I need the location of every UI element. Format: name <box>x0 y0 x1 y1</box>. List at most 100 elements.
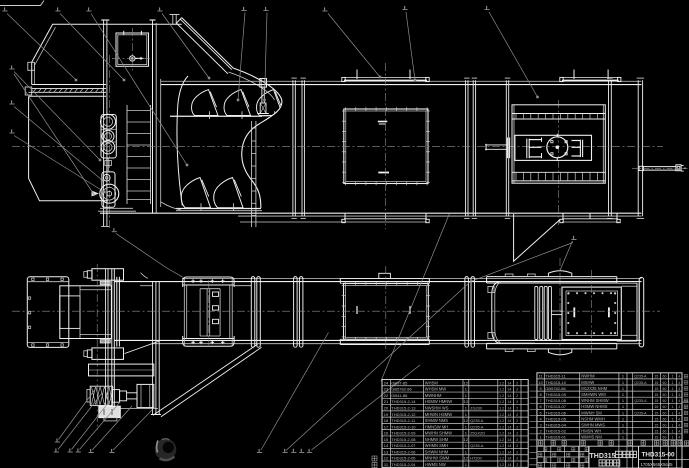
svg-text:12: 12 <box>464 418 469 423</box>
svg-text:20: 20 <box>384 405 389 410</box>
svg-text:4: 4 <box>678 430 680 434</box>
svg-text:60: 60 <box>663 417 667 421</box>
svg-text:14: 14 <box>507 463 511 467</box>
svg-text:15: 15 <box>654 375 658 379</box>
svg-text:WNHM SHMW: WNHM SHMW <box>581 398 608 403</box>
svg-text:1.2: 1.2 <box>499 463 504 467</box>
svg-text:SHMW NMS: SHMW NMS <box>425 418 448 423</box>
svg-text:24: 24 <box>384 380 389 385</box>
svg-text:WMHS NM: WMHS NM <box>581 435 602 440</box>
svg-text:1.2: 1.2 <box>499 413 504 417</box>
svg-text:Q235-A: Q235-A <box>470 444 484 448</box>
svg-text:14: 14 <box>507 425 511 429</box>
svg-text:Q235-A: Q235-A <box>470 419 484 423</box>
svg-text:1: 1 <box>622 423 624 428</box>
svg-text:GB41-86: GB41-86 <box>391 393 408 398</box>
svg-text:4: 4 <box>678 411 680 415</box>
svg-text:14: 14 <box>507 419 511 423</box>
svg-text:15: 15 <box>654 436 658 440</box>
svg-text:1: 1 <box>622 380 624 385</box>
svg-text:15: 15 <box>654 424 658 428</box>
svg-text:14: 14 <box>507 400 511 404</box>
svg-text:HMSN WH: HMSN WH <box>581 429 601 434</box>
svg-text:14: 14 <box>507 394 511 398</box>
svg-text:14: 14 <box>507 413 511 417</box>
svg-text:HT200: HT200 <box>470 457 481 461</box>
svg-text:THD315-2-05: THD315-2-05 <box>391 456 416 461</box>
svg-text:12: 12 <box>464 437 469 442</box>
svg-text:1: 1 <box>540 435 542 440</box>
svg-text:HSMW NHMS: HSMW NHMS <box>581 404 607 409</box>
svg-text:THD315-2-09: THD315-2-09 <box>391 431 416 436</box>
svg-text:60: 60 <box>663 393 667 397</box>
svg-text:1: 1 <box>465 424 468 429</box>
svg-text:WHSM: WHSM <box>425 380 439 385</box>
svg-text:14: 14 <box>507 457 511 461</box>
svg-text:M12X35 NHM: M12X35 NHM <box>581 386 607 391</box>
svg-text:GB97-85: GB97-85 <box>391 380 408 385</box>
svg-text:25GXZD: 25GXZD <box>470 432 485 436</box>
svg-text:SHWM NHM: SHWM NHM <box>425 449 449 454</box>
svg-text:NHMW SHM: NHMW SHM <box>425 437 449 442</box>
svg-text:14: 14 <box>507 381 511 385</box>
svg-text:THD315-01: THD315-01 <box>545 435 566 440</box>
svg-text:THD315-02: THD315-02 <box>545 429 566 434</box>
svg-text:THD315-2-12: THD315-2-12 <box>391 412 416 417</box>
svg-text:GB5782-86: GB5782-86 <box>545 386 566 391</box>
svg-text:Q235-A: Q235-A <box>470 425 484 429</box>
svg-text:MWNH SM: MWNH SM <box>581 410 602 415</box>
svg-text:THD315-10: THD315-10 <box>545 380 566 385</box>
svg-text:MHWN HSMW: MHWN HSMW <box>425 412 452 417</box>
svg-text:SWHN MWS: SWHN MWS <box>581 423 605 428</box>
svg-text:1.2: 1.2 <box>499 419 504 423</box>
svg-text:1.2: 1.2 <box>499 381 504 385</box>
svg-text:1: 1 <box>672 411 674 415</box>
svg-text:4: 4 <box>678 436 680 440</box>
svg-text:1: 1 <box>672 375 674 379</box>
svg-text:1: 1 <box>465 405 468 410</box>
svg-text:2: 2 <box>516 419 518 423</box>
svg-text:21: 21 <box>384 399 389 404</box>
svg-text:1705X565X5645: 1705X565X5645 <box>641 462 674 467</box>
svg-text:Q235-A: Q235-A <box>634 399 647 403</box>
svg-text:14: 14 <box>507 444 511 448</box>
svg-text:14: 14 <box>507 438 511 442</box>
svg-text:SMHWN WM: SMHWN WM <box>581 392 606 397</box>
svg-text:2: 2 <box>516 438 518 442</box>
svg-text:60: 60 <box>663 381 667 385</box>
svg-text:15: 15 <box>654 399 658 403</box>
svg-text:THD315-05: THD315-05 <box>545 416 566 421</box>
svg-text:NWSHM WS: NWSHM WS <box>425 405 449 410</box>
svg-text:1.2: 1.2 <box>499 450 504 454</box>
svg-text:12: 12 <box>464 399 469 404</box>
svg-text:THD315-2-08: THD315-2-08 <box>391 437 416 442</box>
svg-text:1.2: 1.2 <box>499 438 504 442</box>
svg-text:1.2: 1.2 <box>499 400 504 404</box>
svg-text:60: 60 <box>663 411 667 415</box>
svg-text:15: 15 <box>654 381 658 385</box>
svg-text:WHMN SMH: WHMN SMH <box>425 443 448 448</box>
svg-text:4: 4 <box>678 424 680 428</box>
svg-text:12: 12 <box>384 456 389 461</box>
svg-text:2: 2 <box>516 381 518 385</box>
svg-text:17: 17 <box>384 424 389 429</box>
svg-text:2: 2 <box>516 413 518 417</box>
svg-text:60: 60 <box>663 387 667 391</box>
svg-text:15: 15 <box>654 411 658 415</box>
svg-text:60: 60 <box>663 399 667 403</box>
svg-text:14: 14 <box>384 443 389 448</box>
svg-text:1: 1 <box>622 392 624 397</box>
svg-text:THD315-09: THD315-09 <box>545 392 566 397</box>
svg-text:1: 1 <box>465 387 468 392</box>
svg-text:MSHW: MSHW <box>581 380 594 385</box>
svg-text:15: 15 <box>384 437 389 442</box>
svg-text:THD315-2-04: THD315-2-04 <box>391 462 416 467</box>
svg-text:2: 2 <box>516 450 518 454</box>
svg-text:13: 13 <box>384 449 389 454</box>
svg-text:6: 6 <box>540 404 542 409</box>
svg-text:1: 1 <box>672 417 674 421</box>
svg-text:MNHW SWM: MNHW SWM <box>425 456 450 461</box>
svg-text:GB5782-86: GB5782-86 <box>391 387 412 392</box>
svg-text:3: 3 <box>540 423 542 428</box>
svg-text:10: 10 <box>538 380 543 385</box>
